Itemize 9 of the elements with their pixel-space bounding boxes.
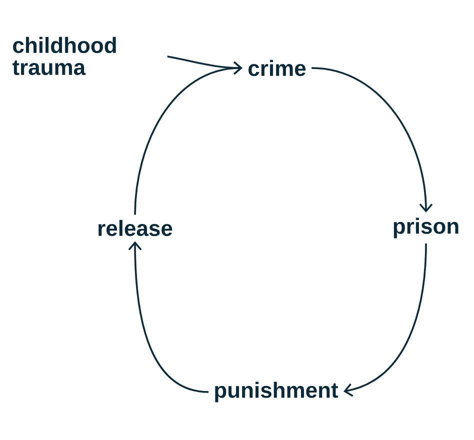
arrow: [134, 61, 242, 215]
node-label: childhood trauma: [12, 36, 116, 76]
node-label: release: [98, 220, 172, 236]
arrow: [128, 241, 209, 393]
arrow: [343, 243, 427, 397]
arrow: [311, 67, 433, 213]
node-label: prison: [394, 218, 458, 238]
node-label: punishment: [215, 382, 338, 402]
node-label: crime: [248, 60, 306, 76]
